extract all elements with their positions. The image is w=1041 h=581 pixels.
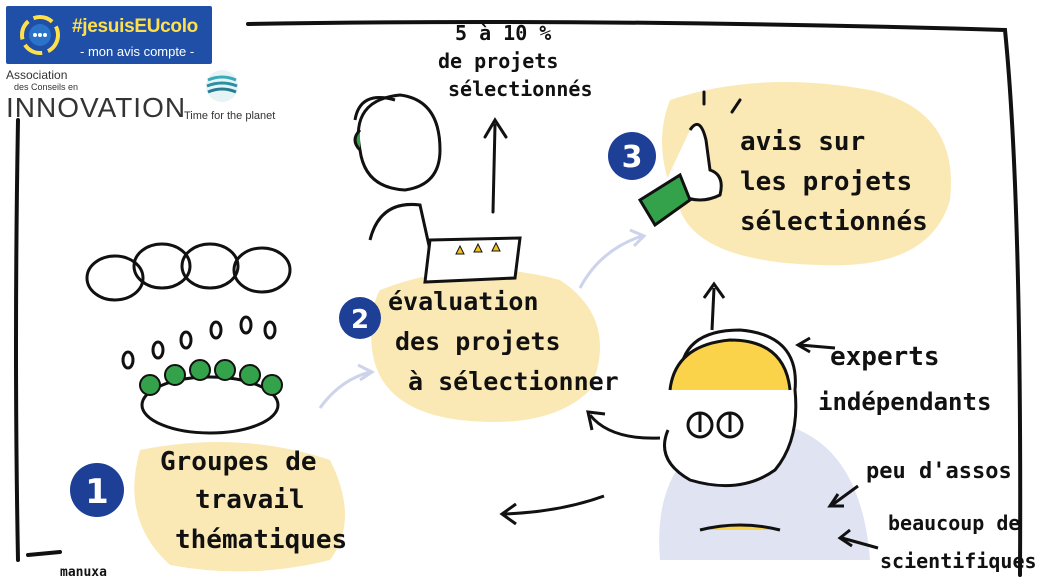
speech-bubbles-icon [85, 242, 292, 302]
step2-line-3: à sélectionner [408, 367, 619, 396]
pointer-arrows [795, 336, 879, 550]
frame-border [14, 20, 1023, 577]
assoc-line-1: Association [6, 68, 68, 82]
signature: manuxa [60, 565, 107, 580]
experts-line-4: beaucoup de [888, 511, 1020, 535]
step3-line-3: sélectionnés [740, 207, 928, 237]
idea-drops-icon [121, 315, 277, 370]
badge-title: #jesuisEUcolo [72, 16, 198, 37]
step3-highlight [662, 82, 951, 266]
sparkle-icon [702, 90, 742, 114]
speech-globe-icon [20, 15, 60, 55]
step1-number: 1 [85, 472, 109, 512]
step1-badge: 1 [70, 463, 124, 517]
time-for-the-planet-logo-icon [206, 70, 238, 102]
step1-line-2: travail [195, 485, 305, 515]
step2-label: évaluation des projets à sélectionner [388, 287, 619, 396]
rating-stars-icon [455, 241, 501, 255]
step1-line-1: Groupes de [160, 447, 317, 477]
step2-highlight [371, 269, 600, 422]
experts-line-2: indépendants [818, 388, 991, 416]
step3-number: 3 [622, 140, 643, 175]
working-group-icon [139, 359, 283, 435]
top-note-line-2: de projets [438, 49, 558, 73]
experts-line-1: experts [830, 342, 940, 372]
top-note: 5 à 10 % de projets sélectionnés [438, 21, 593, 101]
step3-label: avis sur les projets sélectionnés [740, 127, 928, 237]
step3-line-2: les projets [740, 167, 912, 197]
step2-number: 2 [351, 305, 369, 335]
badge-subtitle: - mon avis compte - [80, 44, 195, 59]
top-note-line-1: 5 à 10 % [455, 21, 551, 45]
step2-badge: 2 [339, 297, 381, 339]
arrow-experts-to-step1 [499, 494, 605, 526]
top-note-line-3: sélectionnés [448, 77, 593, 101]
arrow-experts-to-step3 [702, 281, 726, 331]
assoc-logo-text: INNOVATION [6, 92, 187, 123]
expert-person-icon [663, 328, 798, 532]
jesuiseucolo-badge: #jesuisEUcolo - mon avis compte - [6, 6, 212, 64]
step1-highlight [134, 442, 345, 572]
experts-line-3: peu d'assos [866, 459, 1012, 484]
partner-name: Time for the planet [184, 110, 276, 122]
pointing-hand-icon [637, 122, 723, 228]
assoc-line-2: des Conseils en [14, 82, 79, 92]
step2-line-2: des projets [395, 327, 561, 356]
step3-line-1: avis sur [740, 127, 865, 157]
step2-line-1: évaluation [388, 287, 539, 316]
step1-line-3: thématiques [175, 525, 347, 555]
arrow-step1-to-step2 [318, 363, 375, 409]
step3-badge: 3 [608, 132, 656, 180]
arrow-step2-to-step3 [578, 228, 647, 289]
arrow-experts-to-step2 [586, 410, 661, 440]
experts-notes: experts indépendants peu d'assos beaucou… [818, 342, 1037, 573]
step1-label: Groupes de travail thématiques [160, 447, 347, 555]
arrow-to-top-note [483, 117, 508, 214]
experts-line-5: scientifiques [880, 549, 1037, 573]
